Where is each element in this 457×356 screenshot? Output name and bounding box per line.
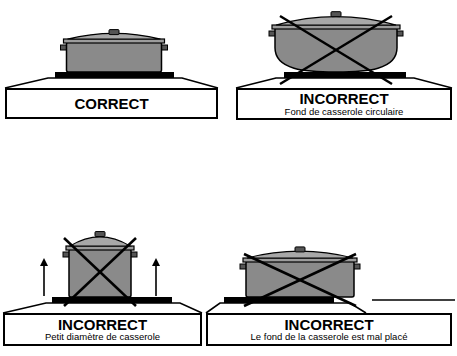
- heat-arrow: [43, 264, 45, 296]
- hob-surface: [372, 299, 455, 300]
- verdict-note: Fond de casserole circulaire: [285, 107, 404, 117]
- pot: [240, 247, 360, 297]
- label-box: CORRECT: [5, 88, 218, 119]
- cross-mark: [64, 238, 136, 306]
- hob-surface: [3, 303, 202, 313]
- pot-lid: [70, 237, 130, 246]
- arrow-head: [40, 258, 48, 266]
- verdict-heading: CORRECT: [74, 96, 148, 112]
- heat-arrow: [155, 264, 157, 296]
- label-box: INCORRECTFond de casserole circulaire: [236, 88, 452, 120]
- pot-body: [67, 42, 162, 72]
- hob-surface: [236, 78, 452, 88]
- cross-mark: [280, 16, 392, 84]
- arrow-head: [152, 258, 160, 266]
- lid-knob: [295, 247, 305, 252]
- lid-knob: [109, 30, 119, 35]
- cross-mark: [280, 16, 392, 84]
- cross-mark: [244, 254, 356, 306]
- cooking-zone: [284, 72, 406, 78]
- verdict-note: Petit diamètre de casserole: [45, 332, 160, 342]
- verdict-heading: INCORRECT: [58, 317, 147, 333]
- pot: [63, 232, 137, 297]
- verdict-note: Le fond de la casserole est mal placé: [251, 332, 408, 342]
- cooking-zone: [55, 72, 174, 78]
- verdict-heading: INCORRECT: [299, 91, 388, 107]
- label-box: INCORRECTPetit diamètre de casserole: [3, 313, 202, 346]
- hob-surface: [5, 78, 218, 88]
- cooking-zone: [224, 297, 334, 303]
- lid-knob: [331, 12, 341, 17]
- lid-knob: [95, 232, 105, 237]
- label-box: INCORRECTLe fond de la casserole est mal…: [206, 313, 452, 346]
- verdict-heading: INCORRECT: [284, 317, 373, 333]
- cross-mark: [244, 254, 356, 306]
- cross-mark: [64, 238, 136, 306]
- pot: [61, 30, 168, 72]
- hob-surface: [206, 303, 366, 313]
